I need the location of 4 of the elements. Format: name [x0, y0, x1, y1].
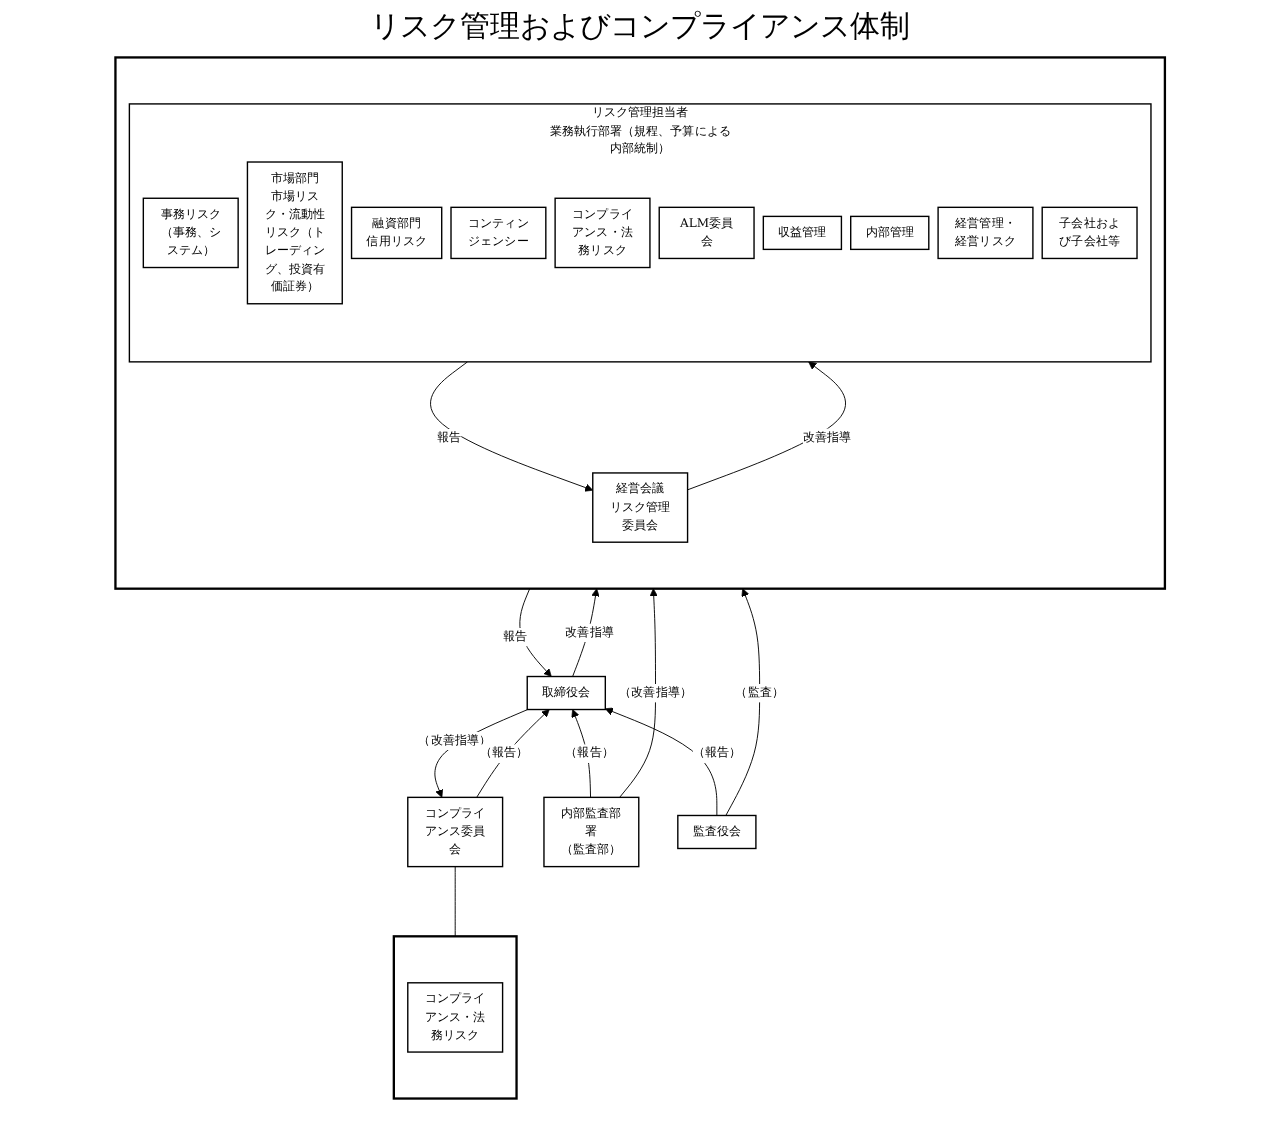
cluster — [114, 56, 1166, 590]
diagram-title: リスク管理およびコンプライアンス体制 — [368, 6, 912, 48]
cluster — [392, 935, 518, 1100]
connector — [454, 866, 456, 937]
